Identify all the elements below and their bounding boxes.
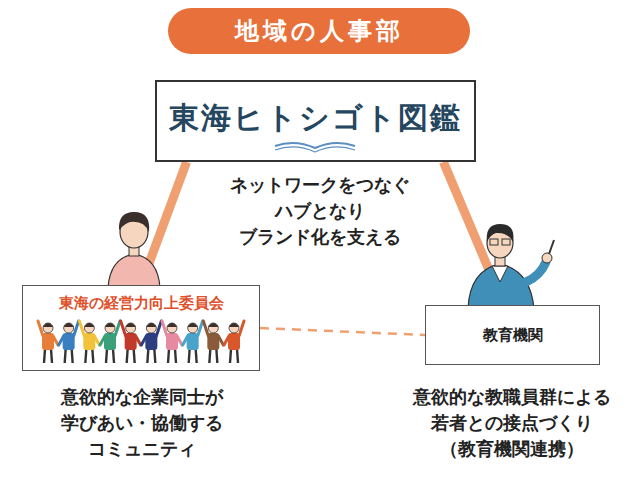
person-figure bbox=[108, 212, 160, 288]
title-pill: 地域の人事部 bbox=[168, 8, 470, 54]
hub-note: ネットワークをつなぐ ハブとなり ブランド化を支える bbox=[223, 172, 417, 250]
box-text: 東海ヒトシゴト図鑑 bbox=[169, 98, 462, 139]
committee-box: 東海の経営力向上委員会 bbox=[22, 285, 260, 371]
logo-box: 東海ヒトシゴト図鑑 bbox=[155, 80, 476, 162]
institution-note: 意欲的な教職員群による 若者との接点づくり （教育機関連携） bbox=[406, 384, 618, 462]
box-text: 東海の経営力向上委員会 bbox=[59, 294, 224, 313]
dashed-link bbox=[260, 328, 425, 335]
box-text: 教育機関 bbox=[483, 326, 543, 345]
institution-box: 教育機関 bbox=[425, 305, 600, 365]
committee-note: 意欲的な企業同士が 学びあい・協働する コミュニティ bbox=[54, 384, 230, 462]
teacher-figure bbox=[468, 224, 554, 308]
